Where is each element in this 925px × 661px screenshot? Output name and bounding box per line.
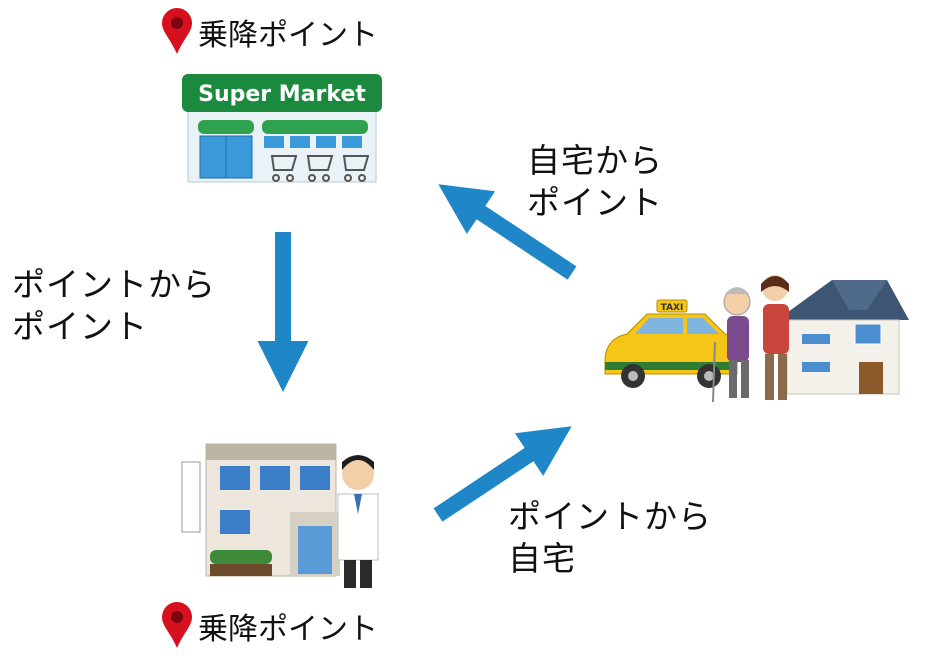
map-pin-icon xyxy=(162,8,192,54)
route-label-point-to-point: ポイントから ポイント xyxy=(12,265,216,346)
route-label-home-to-point: 自宅から ポイント xyxy=(527,141,663,222)
pickup-point-top: 乗降ポイント xyxy=(160,8,378,56)
map-pin-icon xyxy=(162,602,192,648)
pickup-point-label: 乗降ポイント xyxy=(198,612,378,647)
pickup-point-bottom: 乗降ポイント xyxy=(160,602,378,650)
taxi-sign-text: TAXI xyxy=(661,303,684,313)
arrow-up-left xyxy=(438,184,577,280)
pickup-point-label: 乗降ポイント xyxy=(198,18,378,53)
taxi-home-illustration: TAXI xyxy=(604,275,909,403)
supermarket-illustration: Super Market xyxy=(182,74,382,183)
arrow-up-right xyxy=(433,426,572,522)
supermarket-sign-text: Super Market xyxy=(198,82,366,107)
route-label-point-to-home: ポイントから 自宅 xyxy=(508,497,712,578)
hospital-doctor-illustration xyxy=(181,443,379,588)
